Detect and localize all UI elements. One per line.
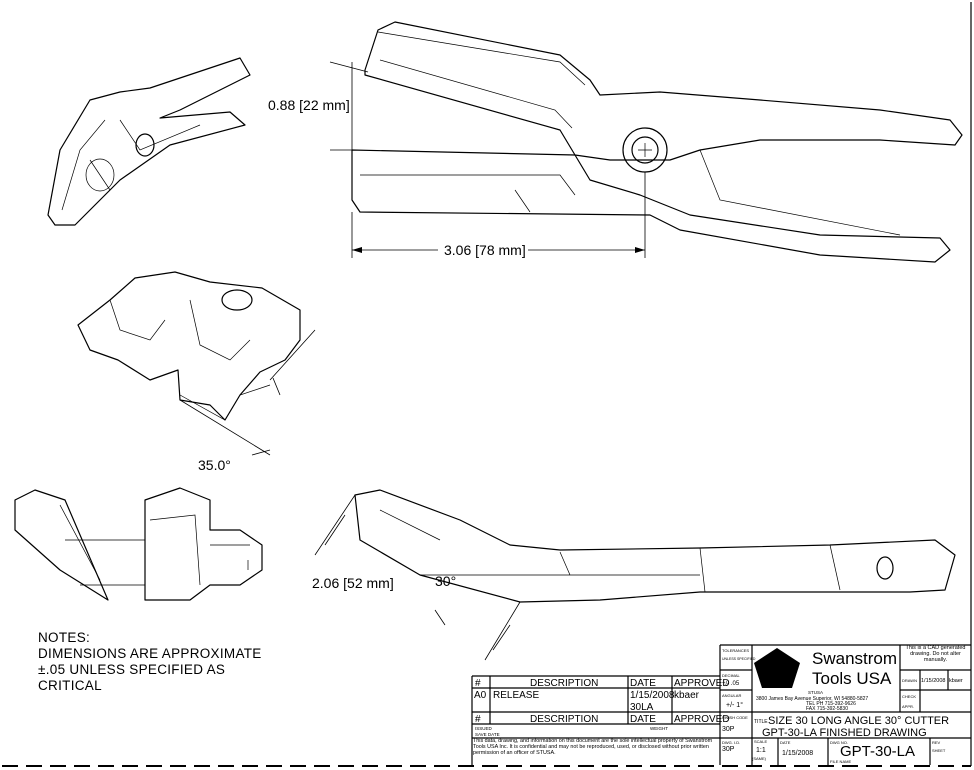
title-block-text: ISSUED [475, 726, 493, 731]
notes-heading: NOTES: [38, 630, 91, 645]
front-view [14, 487, 263, 601]
title-block-text: SCALE [754, 739, 767, 744]
title-block-text: TOLERANCES [722, 648, 749, 653]
title-block-text: # [475, 678, 481, 689]
title-block-text: WEIGHT [650, 726, 668, 731]
detail-angle-label: 35.0° [198, 457, 231, 473]
title-block-text: 1/15/2008 [921, 678, 945, 684]
note-line: ±.05 UNLESS SPECIFIED AS [38, 662, 226, 677]
title-block-text: DESCRIPTION [530, 714, 598, 725]
title-block-text: DWG. I.D. [722, 740, 740, 745]
detail-view: 35.0° [77, 271, 316, 473]
blade-length-label: 2.06 [52 mm] [312, 575, 394, 591]
main-side-view [351, 21, 963, 263]
title-block-text: TEL PH 715-392-9626 [806, 701, 856, 707]
title-block-text: 3800 James Bay Avenue Superior, WI 54880… [756, 696, 868, 702]
drawing-subtitle: GPT-30-LA FINISHED DRAWING [762, 727, 927, 739]
drawing-title: SIZE 30 LONG ANGLE 30° CUTTER [768, 715, 949, 727]
title-block-text: APPROVED [674, 714, 730, 725]
title-block-text: ANGULAR [722, 693, 741, 698]
title-block-text: 30P [722, 746, 735, 753]
title-block-text: Tools USA [812, 669, 892, 688]
title-block-text: # [475, 714, 481, 725]
title-block-text: 1/15/2008 [630, 690, 675, 701]
title-block-text: (SAME) [752, 756, 767, 761]
title-block-text: SAVE DATE [475, 732, 500, 737]
company-name: Swanstrom [812, 649, 897, 668]
title-block-text: APPR. [902, 704, 914, 709]
title-block-text: DATE [630, 714, 656, 725]
title-block-text: +/- 1° [726, 701, 743, 709]
title-block-text: DESCRIPTION [530, 678, 598, 689]
title-block-text: 30LA [630, 702, 654, 713]
title-block-text: FAX 715-392-5830 [806, 706, 848, 712]
title-block-text: APPROVED [674, 678, 730, 689]
title-block-text: kbaer [949, 678, 963, 684]
cad-notice: This is a CAD generated drawing. Do not … [905, 645, 966, 663]
title-block-text: STUSA [808, 690, 823, 695]
title-block-text: 1/15/2008 [782, 750, 813, 757]
title-block-text: TITLE [754, 719, 768, 725]
title-block-text: UNLESS SPECIFIED [722, 657, 756, 661]
disclaimer-text: This data, drawing, and information on t… [473, 738, 713, 756]
jaw-opening-dimension: 0.88 [22 mm] [268, 61, 369, 151]
title-block-text: RELEASE [493, 690, 539, 701]
isometric-view [47, 57, 251, 226]
title-block-text: DECIMAL [722, 673, 741, 678]
note-line: CRITICAL [38, 678, 102, 693]
title-block-text: DATE [780, 740, 791, 745]
drawing-number: GPT-30-LA [840, 743, 915, 760]
revision-row: A0 [474, 690, 487, 701]
title-block-text: 30P [722, 726, 735, 733]
title-block-text: FINISH CODE [722, 715, 748, 720]
title-block: # DESCRIPTION DATE APPROVED A0 RELEASE 1… [471, 644, 971, 765]
jaw-length-dimension: 3.06 [78 mm] [351, 172, 646, 258]
title-block-text: CHECK [902, 694, 916, 699]
title-block-text: DWG NO. [830, 740, 848, 745]
title-block-text: SHEET [932, 748, 946, 753]
bottom-side-view: 2.06 [52 mm] 30° [312, 489, 956, 661]
title-block-text: FILE NAME [830, 759, 851, 764]
title-block-text: DATE [630, 678, 656, 689]
note-line: DIMENSIONS ARE APPROXIMATE [38, 646, 262, 661]
jaw-length-label: 3.06 [78 mm] [444, 242, 526, 258]
title-block-text: REV [932, 740, 941, 745]
jaw-opening-label: 0.88 [22 mm] [268, 97, 350, 113]
blade-angle-label: 30° [435, 573, 456, 589]
title-block-text: +/- .05 [722, 681, 740, 687]
notes-block: NOTES: DIMENSIONS ARE APPROXIMATE ±.05 U… [38, 630, 262, 694]
title-block-text: kbaer [674, 690, 700, 701]
title-block-text: DRAWN [902, 678, 917, 683]
company-logo-pentagon [754, 648, 800, 688]
title-block-text: 1:1 [756, 747, 766, 754]
